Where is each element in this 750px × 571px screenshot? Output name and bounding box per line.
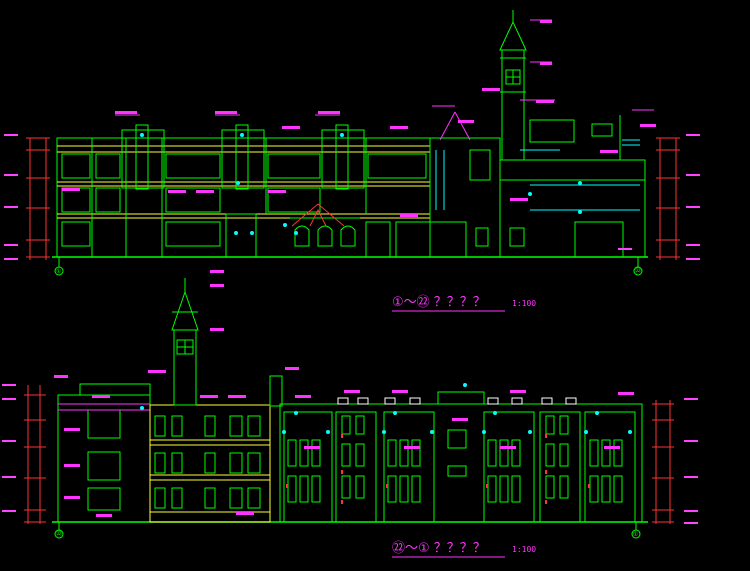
elevation-bottom-title: ㉒～① ？？？？ bbox=[392, 541, 486, 556]
windows-floor-1 bbox=[61, 187, 321, 213]
dimension-right bbox=[656, 137, 680, 260]
tower-bottom bbox=[171, 278, 199, 406]
bay-frames bbox=[283, 411, 636, 523]
bay-1 bbox=[121, 129, 165, 189]
grid-bubble-left bbox=[54, 529, 64, 539]
bay-windows bbox=[287, 415, 623, 503]
grid-bubble-left bbox=[54, 266, 64, 276]
annotation-dots bbox=[54, 270, 634, 517]
elevation-top bbox=[4, 10, 700, 276]
far-right-block bbox=[499, 159, 646, 258]
bay-2 bbox=[221, 129, 265, 189]
roof-parapets bbox=[337, 397, 577, 405]
elevation-bottom bbox=[2, 270, 698, 539]
level-marks bbox=[4, 134, 700, 260]
stair-details bbox=[435, 139, 640, 210]
entrance-canopy bbox=[291, 203, 345, 227]
grid-bubble-right bbox=[633, 266, 643, 276]
dimension-right bbox=[652, 400, 674, 524]
dimension-left bbox=[24, 385, 46, 524]
grid-label-top-left: ① bbox=[56, 268, 61, 275]
yellow-block bbox=[149, 404, 271, 523]
annotation-dots bbox=[62, 20, 656, 217]
window-markers bbox=[286, 434, 590, 504]
windows-floor-2 bbox=[61, 153, 427, 179]
bay-3 bbox=[321, 129, 365, 189]
elevation-bottom-scale: 1:100 bbox=[512, 545, 536, 554]
grid-label-top-right: ㉒ bbox=[635, 267, 641, 275]
grid-label-bottom-right: ① bbox=[633, 531, 638, 538]
tower-top bbox=[499, 10, 527, 161]
yellow-block-windows bbox=[154, 415, 261, 509]
dimension-left bbox=[26, 137, 50, 260]
windows-ground bbox=[61, 213, 624, 258]
elevation-top-scale: 1:100 bbox=[512, 299, 536, 308]
grid-label-bottom-left: ㉒ bbox=[56, 530, 62, 538]
level-marks bbox=[2, 384, 698, 524]
elevation-top-title: ①～㉒ ？？？？ bbox=[392, 295, 486, 310]
grid-bubble-right bbox=[631, 529, 641, 539]
